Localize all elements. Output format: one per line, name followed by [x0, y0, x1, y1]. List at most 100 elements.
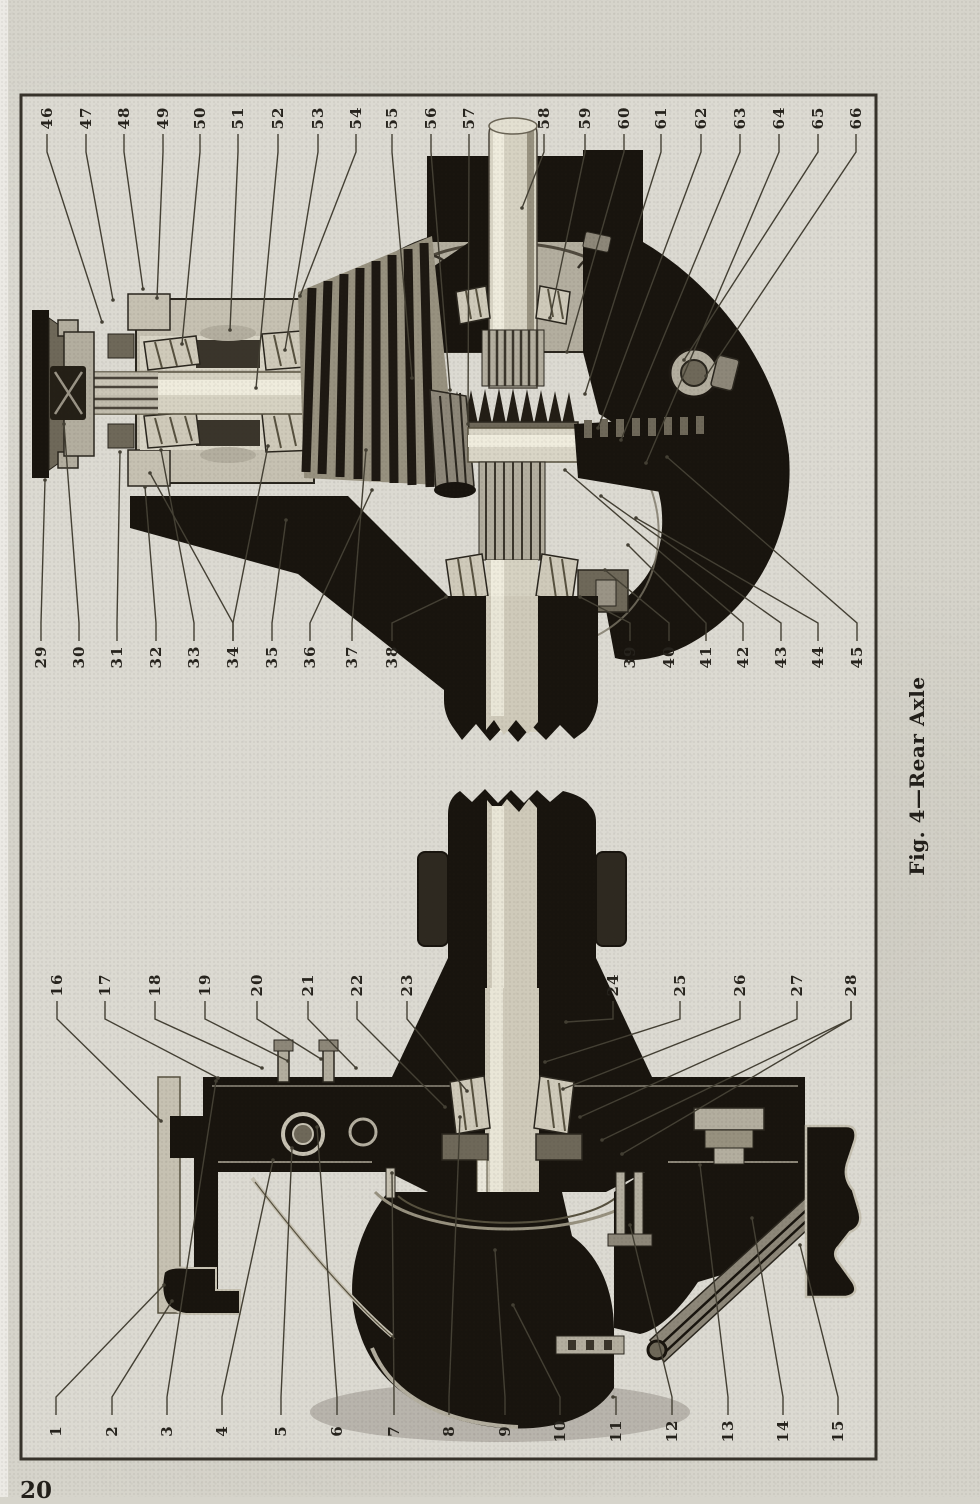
- leader-endpoint-52: [254, 386, 258, 390]
- leader-endpoint-60: [565, 350, 569, 354]
- pinion-front-bearing-bottom: [143, 411, 201, 449]
- leader-line-24: [565, 1001, 614, 1023]
- callout-number-17: 17: [96, 973, 114, 997]
- leader-line-42: [564, 469, 744, 641]
- callout-number-4: 4: [213, 1425, 231, 1437]
- leader-endpoint-2: [170, 1299, 174, 1303]
- callout-number-28: 28: [842, 973, 860, 997]
- leader-line-55: [391, 134, 413, 379]
- leader-endpoint-26: [561, 1087, 565, 1091]
- leader-endpoint-58: [520, 206, 524, 210]
- leader-line-30: [63, 423, 80, 641]
- callout-number-59: 59: [576, 106, 594, 130]
- callout-number-51: 51: [229, 106, 247, 130]
- leader-line-65: [683, 134, 819, 361]
- leader-line-33: [160, 449, 195, 641]
- callout-number-21: 21: [299, 973, 317, 997]
- leader-endpoint-63: [619, 438, 623, 442]
- leader-line-62: [597, 134, 702, 429]
- callout-number-32: 32: [147, 645, 165, 669]
- callout-number-58: 58: [535, 106, 553, 130]
- leader-endpoint-54: [298, 294, 302, 298]
- callout-number-12: 12: [663, 1419, 681, 1443]
- leader-line-57: [467, 134, 470, 425]
- leader-line-63: [620, 134, 741, 441]
- drum-right-section: [614, 1172, 805, 1334]
- callout-number-37: 37: [343, 645, 361, 669]
- callout-number-41: 41: [697, 645, 715, 669]
- leader-line-45: [666, 456, 858, 641]
- brake-drum: [310, 1186, 690, 1442]
- leader-line-20: [256, 1001, 322, 1060]
- leader-line-32: [144, 486, 157, 641]
- leader-line-64: [645, 134, 780, 464]
- callout-number-62: 62: [692, 106, 710, 130]
- leader-endpoint-24: [564, 1020, 568, 1024]
- leader-endpoint-9: [493, 1248, 497, 1252]
- callout-number-5: 5: [272, 1425, 290, 1437]
- callout-number-27: 27: [788, 973, 806, 997]
- leader-line-7: [391, 1172, 395, 1415]
- callout-number-16: 16: [48, 973, 66, 997]
- callout-number-34: 34: [224, 645, 242, 669]
- leader-line-18: [154, 1001, 263, 1069]
- scan-edge: [0, 0, 8, 1497]
- leader-line-66: [705, 134, 857, 377]
- leader-endpoint-56: [448, 388, 452, 392]
- leader-endpoint-27: [578, 1115, 582, 1119]
- callout-number-54: 54: [347, 106, 365, 130]
- leader-endpoint-23: [465, 1089, 469, 1093]
- leader-line-50: [181, 134, 201, 345]
- leader-line-26: [562, 1001, 741, 1090]
- leader-line-40: [604, 569, 670, 641]
- leader-endpoint-40: [603, 568, 607, 572]
- leader-line-58: [521, 134, 545, 209]
- callout-number-60: 60: [615, 106, 633, 130]
- leader-endpoint-45: [665, 455, 669, 459]
- callout-number-19: 19: [196, 973, 214, 997]
- callout-number-30: 30: [70, 645, 88, 669]
- leader-line-27: [579, 1001, 798, 1118]
- callout-number-9: 9: [496, 1425, 514, 1437]
- leader-line-34: [232, 445, 269, 641]
- callout-number-18: 18: [146, 973, 164, 997]
- callout-number-29: 29: [32, 645, 50, 669]
- callout-number-55: 55: [383, 106, 401, 130]
- ring-gear-pinion-mesh-teeth: [298, 236, 458, 488]
- leader-line-56: [430, 134, 451, 391]
- leader-line-39: [579, 596, 631, 641]
- leader-endpoint-14: [750, 1216, 754, 1220]
- leader-endpoint-17: [216, 1076, 220, 1080]
- leader-endpoint-6: [315, 1125, 319, 1129]
- leader-endpoint-65: [682, 358, 686, 362]
- leader-endpoint-21: [354, 1066, 358, 1070]
- leader-endpoint-46: [100, 320, 104, 324]
- callout-number-36: 36: [301, 645, 319, 669]
- callout-number-26: 26: [731, 973, 749, 997]
- leader-line-21: [307, 1001, 357, 1069]
- differential-gears: [429, 388, 581, 498]
- callout-number-39: 39: [621, 645, 639, 669]
- leader-endpoint-66: [704, 374, 708, 378]
- leader-line-16: [56, 1001, 162, 1122]
- leader-endpoint-49: [155, 296, 159, 300]
- leader-line-17: [104, 1001, 219, 1079]
- leader-lines: [40, 134, 858, 1415]
- leader-endpoint-43: [599, 494, 603, 498]
- leader-endpoint-34: [148, 471, 152, 475]
- leader-line-47: [85, 134, 114, 301]
- leader-endpoint-64: [644, 461, 648, 465]
- leader-endpoint-15: [798, 1243, 802, 1247]
- pinion-front-bearing-top: [143, 335, 201, 371]
- leader-endpoint-13: [698, 1163, 702, 1167]
- leader-line-59: [549, 134, 586, 319]
- leader-endpoint-1: [162, 1283, 166, 1287]
- leader-endpoint-55: [410, 376, 414, 380]
- leader-endpoint-25: [543, 1060, 547, 1064]
- leader-endpoint-20: [319, 1057, 323, 1061]
- callout-number-46: 46: [38, 106, 56, 130]
- leader-endpoint-32: [143, 485, 147, 489]
- leader-line-44: [635, 517, 819, 641]
- leader-line-15: [799, 1244, 839, 1415]
- callout-number-7: 7: [385, 1425, 403, 1437]
